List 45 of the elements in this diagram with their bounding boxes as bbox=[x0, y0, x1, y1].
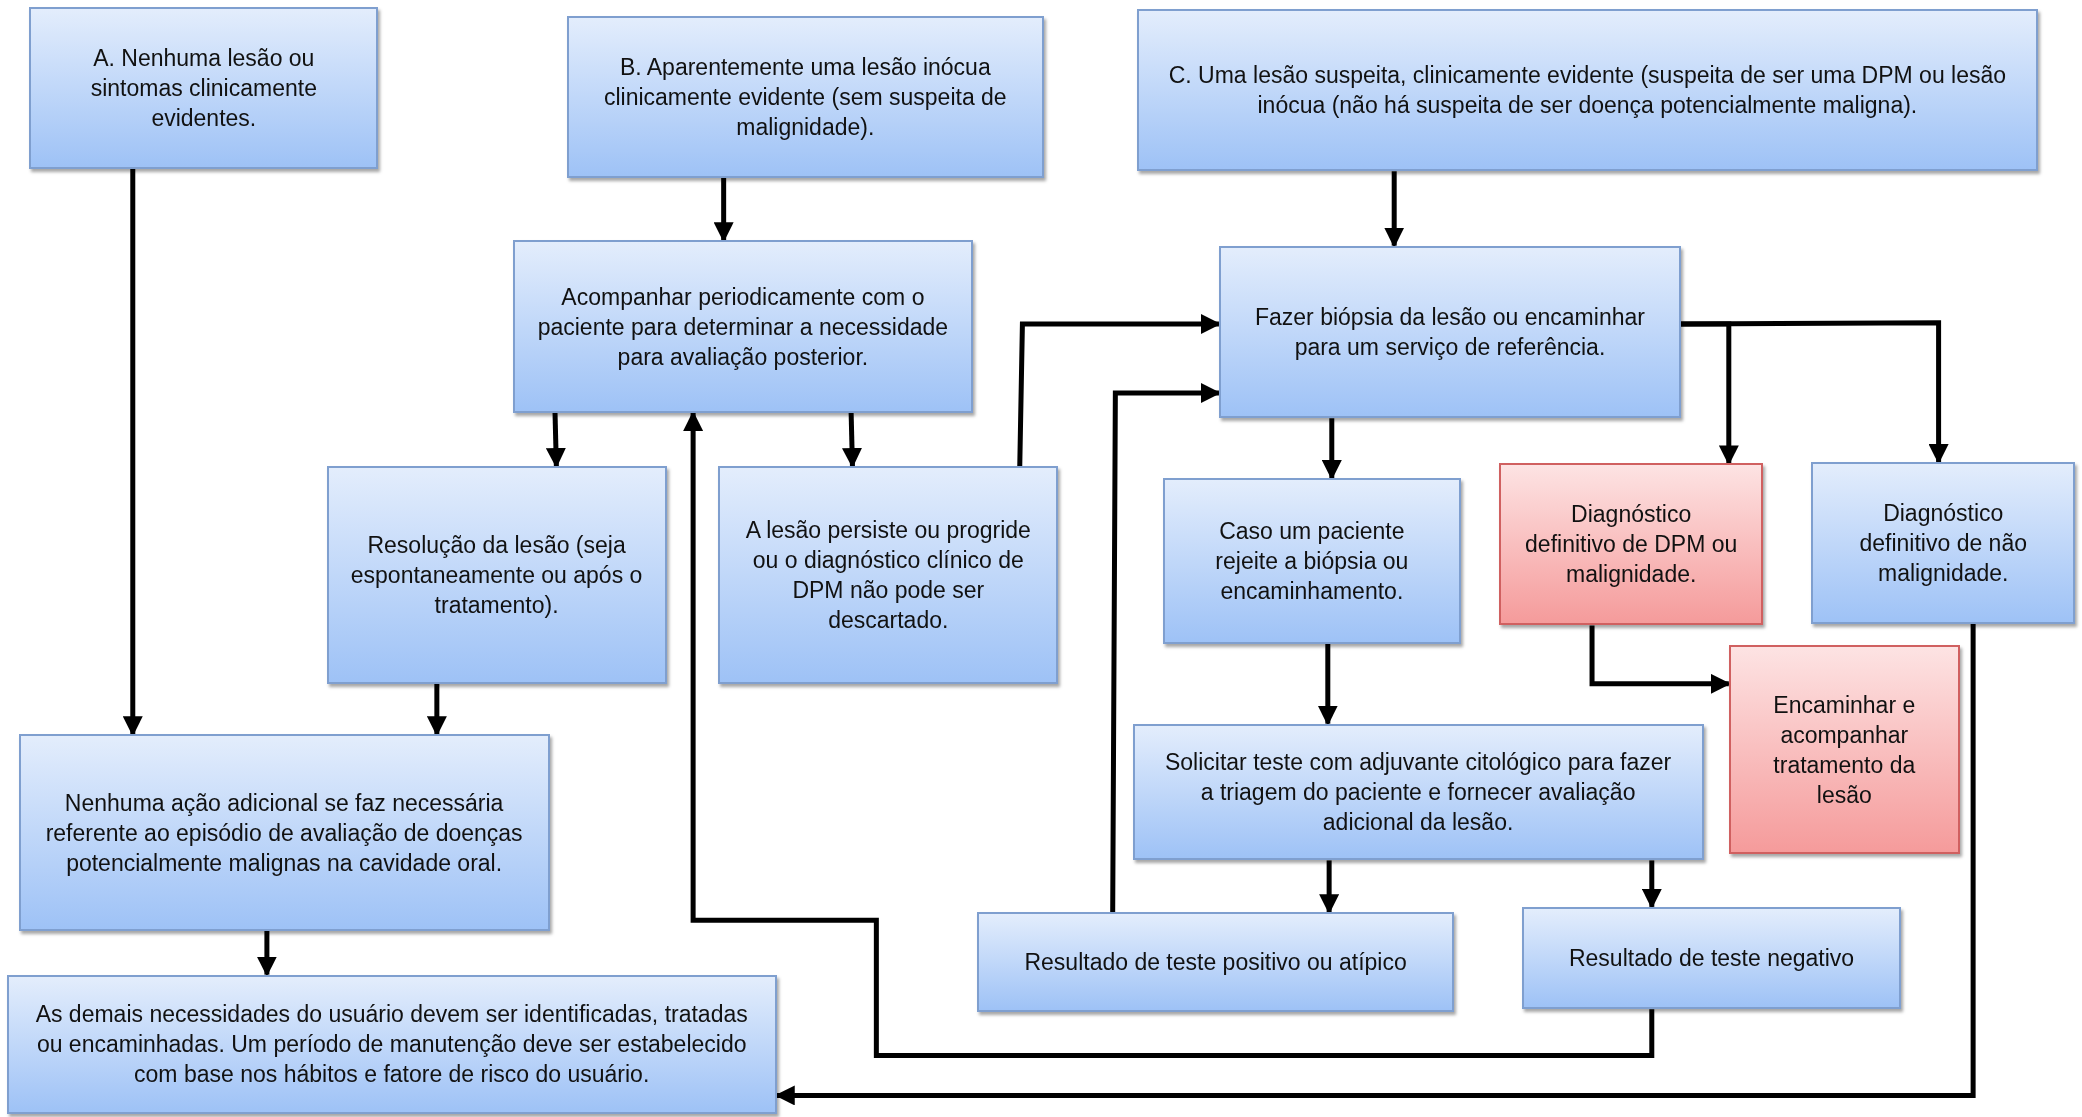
box-text: Diagnóstico definitivo de não malignidade. bbox=[1858, 499, 2028, 589]
process-box bbox=[512, 240, 974, 413]
arrow bbox=[1317, 644, 1338, 726]
alert-box bbox=[1728, 645, 1960, 854]
arrow bbox=[842, 412, 862, 469]
arrow bbox=[545, 412, 566, 469]
process-box bbox=[718, 466, 1059, 684]
box-text: Caso um paciente rejeite a biópsia ou encaminhamento. bbox=[1214, 517, 1410, 606]
box-text: A lesão persiste ou progride ou o diagnóstico clínico de DPM não pode ser descartado. bbox=[744, 515, 1032, 635]
process-box bbox=[29, 6, 379, 169]
box-text: Acompanhar periodicamente com o paciente para determinar a necessidade para avaliação posterior. bbox=[536, 282, 950, 372]
arrow bbox=[1384, 171, 1405, 248]
box-text: Resolução da lesão (seja espontaneamente ou após o tratamento). bbox=[350, 530, 643, 620]
process-box bbox=[1811, 462, 2076, 625]
arrow bbox=[1321, 418, 1342, 480]
box-text: Resultado de teste negativo bbox=[1568, 944, 1855, 973]
box-text: A. Nenhuma lesão ou sintomas clinicamente evidentes. bbox=[89, 43, 318, 133]
process-box bbox=[18, 734, 550, 931]
arrow bbox=[122, 168, 143, 737]
box-text: Nenhuma ação adicional se faz necessária referente ao episódio de avaliação de doenças potencialmente malignas na cavidade oral. bbox=[44, 788, 524, 878]
process-box bbox=[6, 974, 777, 1114]
arrow bbox=[1319, 860, 1340, 915]
arrow bbox=[256, 930, 277, 977]
process-box bbox=[1136, 9, 2039, 172]
arrow bbox=[1681, 320, 1949, 465]
process-box bbox=[1218, 245, 1681, 419]
box-text: Resultado de teste positivo ou atípico bbox=[1024, 947, 1407, 977]
box-text: B. Aparentemente uma lesão inócua clinicamente evidente (sem suspeita de malignidade). bbox=[602, 52, 1008, 142]
process-box bbox=[1132, 723, 1704, 861]
box-text: Diagnóstico definitivo de DPM ou malignidade. bbox=[1524, 500, 1739, 590]
box-text: Fazer biópsia da lesão ou encaminhar para um serviço de referência. bbox=[1253, 302, 1646, 362]
arrow bbox=[683, 410, 1655, 1059]
arrow bbox=[713, 177, 734, 243]
process-box bbox=[1521, 906, 1902, 1010]
box-text: Solicitar teste com adjuvante citológico para fazer a triagem do paciente e fornecer avaliação adicional da lesão. bbox=[1163, 748, 1673, 837]
process-box bbox=[1163, 478, 1461, 644]
arrow bbox=[1641, 860, 1662, 909]
box-text: As demais necessidades do usuário devem ser identificadas, tratadas ou encaminhadas. Um período de manutenção deve ser estabelecido com base nos hábitos e fatore de risco do usuário. bbox=[34, 1000, 749, 1090]
process-box bbox=[326, 466, 667, 684]
box-text: C. Uma lesão suspeita, clinicamente evidente (suspeita de ser uma DPM ou lesão inócua (não há suspeita de ser doença potencialmente maligna). bbox=[1167, 61, 2008, 121]
alert-box bbox=[1499, 463, 1764, 626]
process-box bbox=[566, 15, 1044, 178]
process-box bbox=[977, 912, 1454, 1012]
box-text: Encaminhar e acompanhar tratamento da lesão bbox=[1772, 690, 1917, 810]
arrow bbox=[426, 683, 447, 737]
